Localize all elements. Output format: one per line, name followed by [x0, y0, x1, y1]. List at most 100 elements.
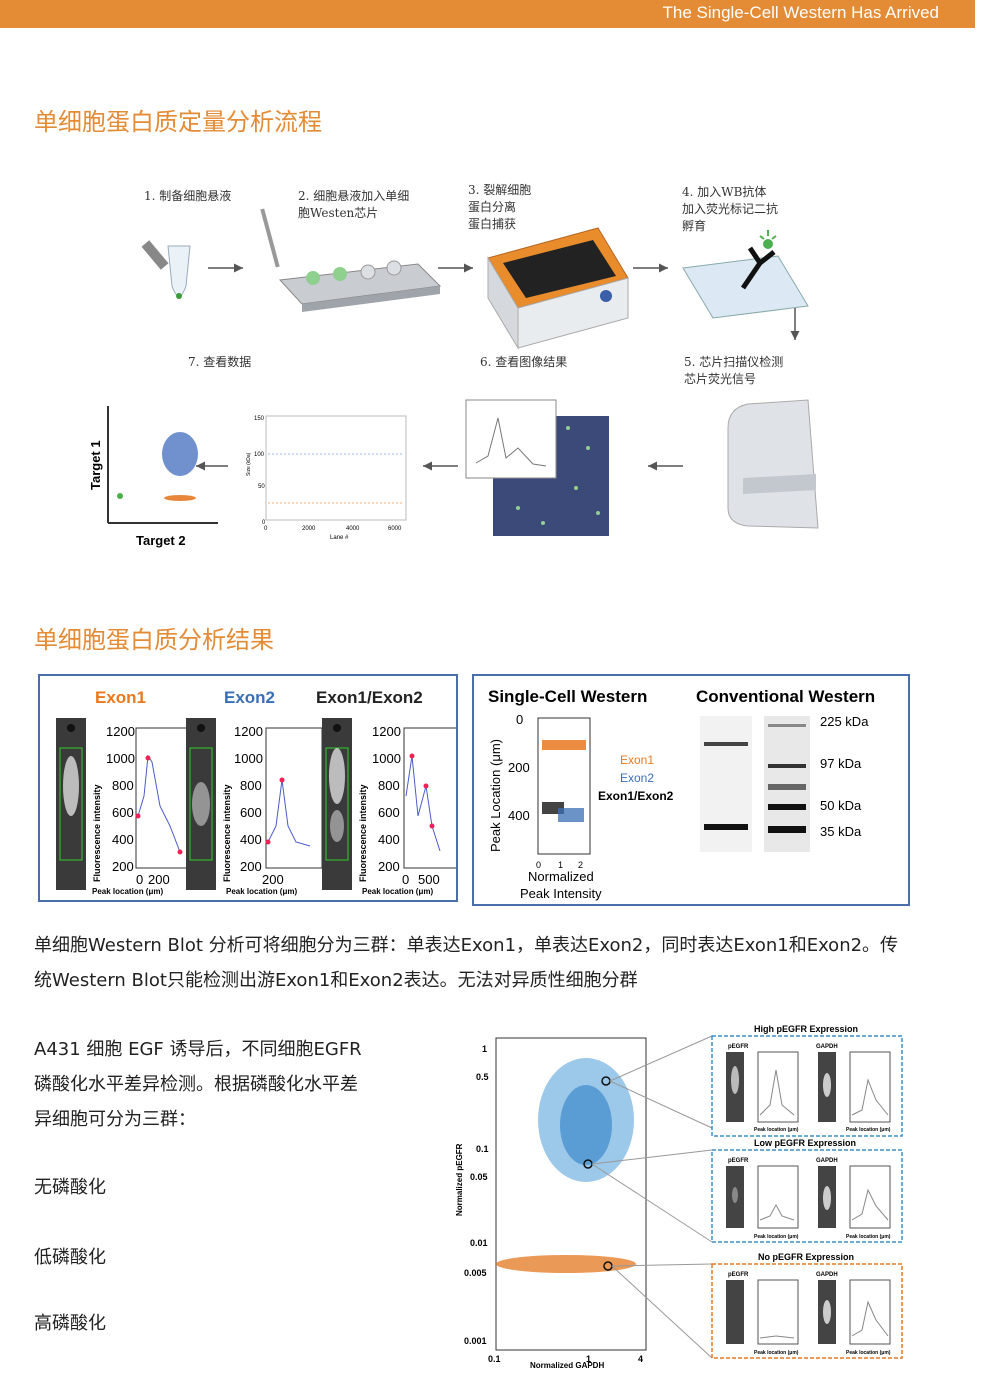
pegfr-graphics: 1 0.5 0.1 0.05 0.01 0.005 0.001 0.1 1 4 … — [455, 1024, 903, 1370]
svg-text:600: 600 — [240, 805, 262, 820]
svg-text:Peak location (μm): Peak location (μm) — [92, 887, 163, 896]
workflow-graphics: 150 100 50 0 0 2000 4000 6000 Lane # Siz… — [88, 208, 819, 548]
step-3: 3. 裂解细胞 蛋白分离 蛋白捕获 — [468, 183, 532, 231]
exon-xlabels: Peak location (μm) Peak location (μm) Pe… — [92, 887, 433, 896]
svg-text:4: 4 — [638, 1354, 643, 1364]
marker-35: 35 kDa — [820, 824, 862, 839]
exon2-subplot: Fluorescence intensity — [186, 718, 323, 890]
inset-none: No pEGFR Expression pEGFR GAPDH Peak loc… — [711, 1252, 903, 1359]
svg-text:200: 200 — [112, 859, 134, 874]
antibody-slide-icon — [682, 230, 809, 319]
lane-ytick: 150 — [254, 416, 265, 422]
section-title-workflow: 单细胞蛋白质定量分析流程 — [34, 108, 322, 136]
lane-xtick: 0 — [264, 526, 268, 532]
svg-text:1200: 1200 — [106, 724, 135, 739]
svg-text:0.01: 0.01 — [470, 1238, 488, 1248]
inset-low: Low pEGFR Expression pEGFR GAPDH Peak lo… — [711, 1138, 903, 1243]
exon-ylabel: Fluorescence intensity — [92, 784, 102, 882]
svg-text:Peak location (μm): Peak location (μm) — [846, 1234, 891, 1240]
svg-text:600: 600 — [112, 805, 134, 820]
exon2-header: Exon2 — [224, 688, 275, 707]
pegfr-ylabel: Normalized pEGFR — [455, 1143, 464, 1216]
svg-text:GAPDH: GAPDH — [816, 1158, 838, 1164]
scw-ytick: 200 — [508, 760, 530, 775]
scw-ylabel: Peak Location (μm) — [488, 739, 503, 852]
svg-text:pEGFR: pEGFR — [728, 1158, 749, 1164]
svg-text:400: 400 — [240, 832, 262, 847]
western-panel: Single-Cell Western Conventional Western… — [472, 674, 910, 906]
exon12-subplot: Fluorescence intensity — [322, 718, 461, 890]
lane-ytick: 100 — [254, 452, 265, 458]
group-high: 高磷酸化 — [34, 1313, 106, 1334]
egfr-intro: A431 细胞 EGF 诱导后，不同细胞EGFR 磷酸化水平差异检测。根据磷酸化… — [34, 1039, 362, 1130]
marker-97: 97 kDa — [820, 756, 862, 771]
pegfr-xlabel: Normalized GAPDH — [530, 1361, 604, 1370]
svg-text:200: 200 — [262, 872, 284, 887]
step-4: 4. 加入WB抗体 加入荧光标记二抗 孵育 — [682, 185, 779, 233]
scanner-icon — [727, 399, 819, 529]
legend-exon1: Exon1 — [620, 753, 654, 767]
svg-text:Peak location (μm): Peak location (μm) — [846, 1350, 891, 1356]
pegfr-yticks: 1 0.5 0.1 0.05 0.01 0.005 0.001 — [464, 1044, 489, 1346]
exon-xticks: 0 200 200 0 500 — [136, 872, 440, 887]
exon1-header: Exon1 — [95, 688, 146, 707]
svg-text:400: 400 — [112, 832, 134, 847]
legend-exon2: Exon2 — [620, 771, 654, 785]
svg-text:0: 0 — [402, 872, 409, 887]
svg-text:Low pEGFR Expression: Low pEGFR Expression — [754, 1138, 856, 1148]
lane-xlabel: Lane # — [330, 535, 349, 541]
svg-text:400: 400 — [378, 832, 400, 847]
svg-text:800: 800 — [240, 778, 262, 793]
svg-text:1000: 1000 — [372, 751, 401, 766]
svg-text:1200: 1200 — [234, 724, 263, 739]
lane-xtick: 4000 — [346, 526, 360, 532]
results-paragraph: 单细胞Western Blot 分析可将细胞分为三群：单表达Exon1，单表达E… — [34, 935, 899, 991]
svg-text:High pEGFR Expression: High pEGFR Expression — [754, 1024, 858, 1034]
lane-ytick: 50 — [258, 484, 265, 490]
svg-text:Peak location (μm): Peak location (μm) — [846, 1127, 891, 1133]
group-low: 低磷酸化 — [34, 1247, 106, 1268]
scw-xtick: 0 — [536, 860, 541, 870]
svg-text:0: 0 — [136, 872, 143, 887]
scw-title: Single-Cell Western — [488, 687, 647, 706]
chip-icon — [260, 208, 442, 312]
svg-text:1000: 1000 — [234, 751, 263, 766]
svg-text:500: 500 — [418, 872, 440, 887]
step-7: 7. 查看数据 — [188, 355, 252, 369]
svg-text:1: 1 — [586, 1354, 591, 1364]
step-2: 2. 细胞悬液加入单细 胞Westen芯片 — [298, 189, 410, 220]
svg-text:1: 1 — [482, 1044, 487, 1054]
svg-text:1200: 1200 — [372, 724, 401, 739]
svg-text:Peak location (μm): Peak location (μm) — [226, 887, 297, 896]
scw-xtick: 1 — [558, 860, 563, 870]
target-xlabel: Target 2 — [136, 533, 186, 548]
target-ylabel: Target 1 — [88, 440, 103, 490]
svg-text:0.5: 0.5 — [476, 1072, 489, 1082]
marker-50: 50 kDa — [820, 798, 862, 813]
exon1-subplot: Fluorescence intensity — [56, 718, 193, 890]
western-panel-graphics: Single-Cell Western Conventional Western… — [488, 687, 875, 901]
svg-text:GAPDH: GAPDH — [816, 1044, 838, 1050]
svg-text:GAPDH: GAPDH — [816, 1272, 838, 1278]
header-bar: The Single-Cell Western Has Arrived — [0, 0, 975, 28]
svg-text:0.1: 0.1 — [476, 1144, 489, 1154]
exon12-header: Exon1/Exon2 — [316, 688, 423, 707]
section-title-results: 单细胞蛋白质分析结果 — [34, 626, 274, 654]
svg-text:0.001: 0.001 — [464, 1336, 487, 1346]
workflow-figure: 150 100 50 0 0 2000 4000 6000 Lane # Siz… — [88, 168, 898, 558]
svg-text:Peak location (μm): Peak location (μm) — [754, 1127, 799, 1133]
marker-225: 225 kDa — [820, 714, 869, 729]
pegfr-xticks: 0.1 1 4 — [488, 1354, 643, 1364]
image-results-icon — [465, 399, 609, 536]
svg-text:Peak location (μm): Peak location (μm) — [754, 1350, 799, 1356]
exon-panel: Exon1 Exon2 Exon1/Exon2 Fluorescence int… — [38, 674, 461, 902]
step-1: 1. 制备细胞悬液 — [144, 189, 232, 203]
tube-icon — [141, 240, 191, 299]
instrument-icon — [487, 227, 629, 350]
pegfr-figure: 1 0.5 0.1 0.05 0.01 0.005 0.001 0.1 1 4 … — [436, 1020, 906, 1370]
svg-text:200: 200 — [240, 859, 262, 874]
svg-text:0.005: 0.005 — [464, 1268, 487, 1278]
inset-high: High pEGFR Expression pEGFR GAPDH Peak l… — [711, 1024, 903, 1137]
svg-text:pEGFR: pEGFR — [728, 1272, 749, 1278]
scw-xlabel-1: Normalized — [528, 869, 594, 884]
